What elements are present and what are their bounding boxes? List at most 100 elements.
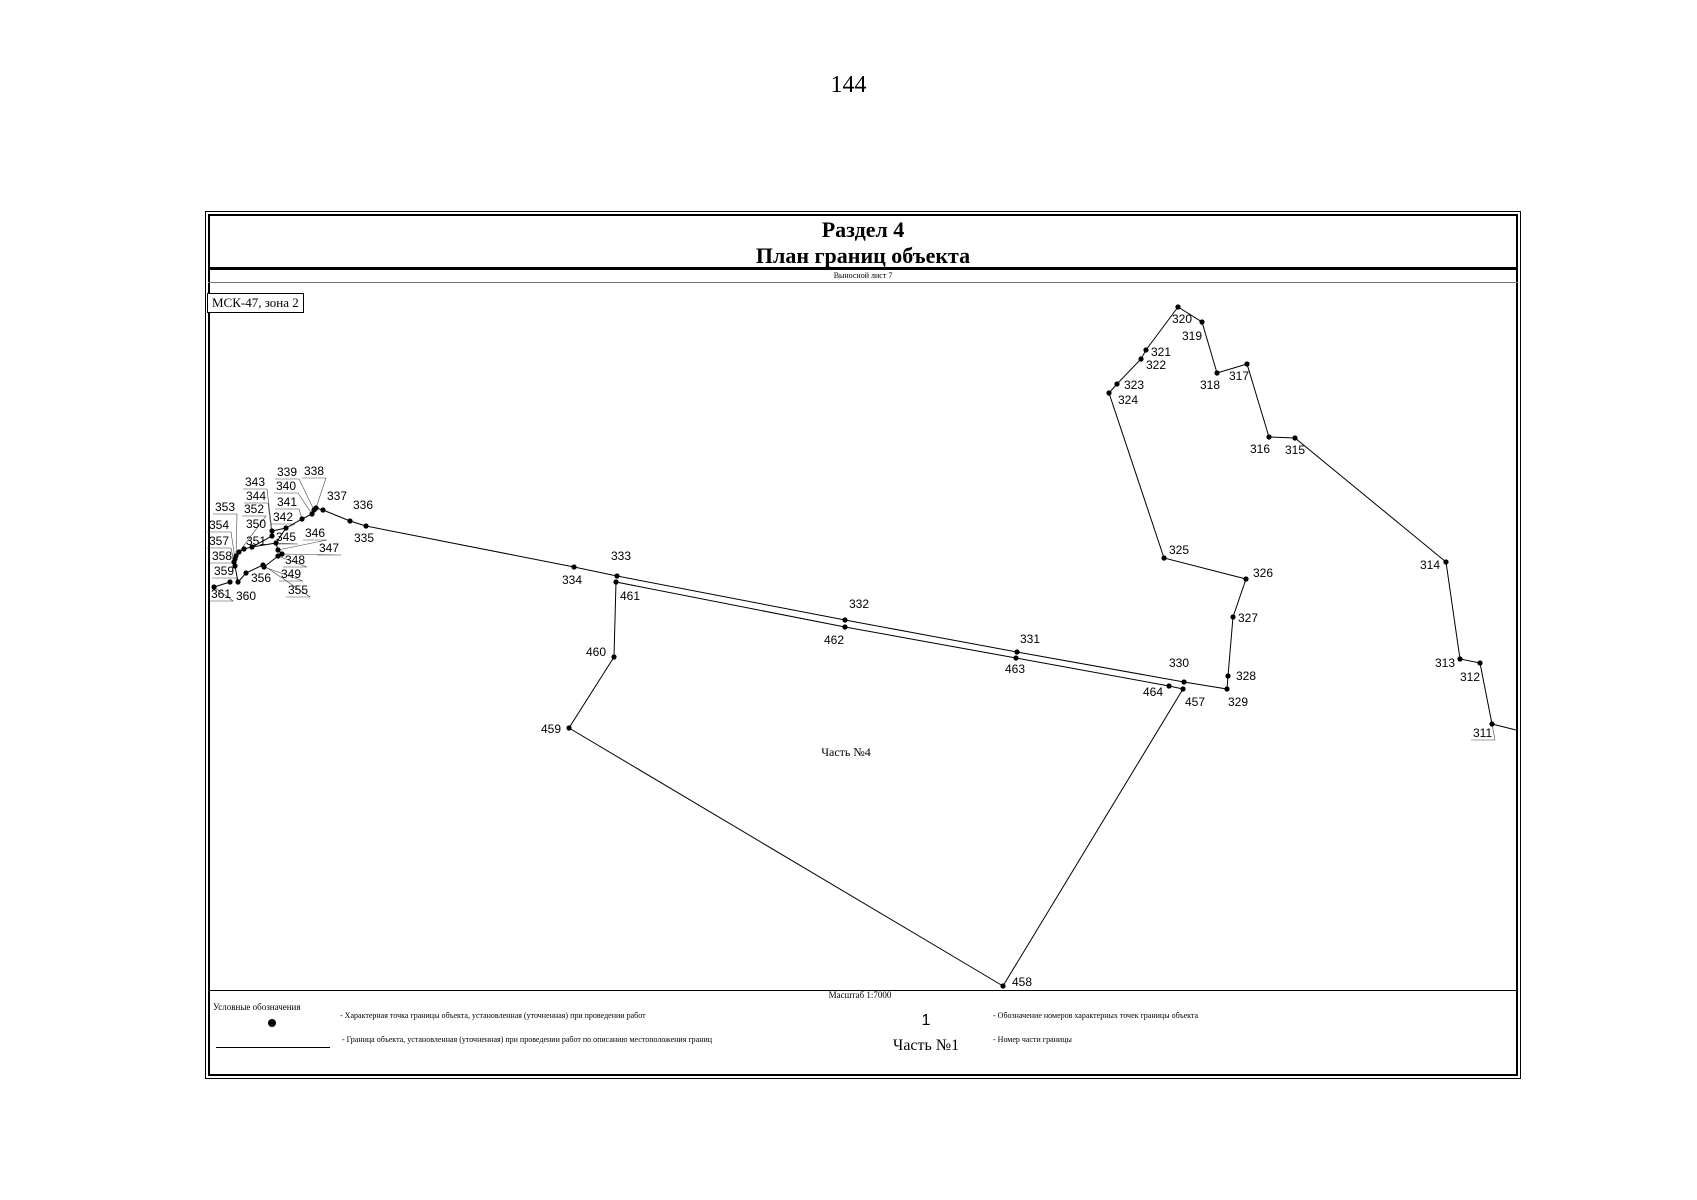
boundary-point-356 [243,570,249,576]
point-label-316: 316 [1250,442,1270,456]
label-leader-340 [274,492,313,515]
legend-point-symbol [268,1019,276,1027]
point-label-356: 356 [251,571,271,585]
point-label-343: 343 [245,475,265,489]
boundary-point-463 [1013,655,1019,661]
boundary-point-333 [614,573,620,579]
boundary-line-edge [1491,723,1517,731]
point-label-459: 459 [541,722,561,736]
point-label-344: 344 [246,489,266,503]
boundary-point-313 [1457,656,1463,662]
point-label-329: 329 [1228,695,1248,709]
boundary-point-358 [232,563,238,569]
boundary-point-320 [1175,304,1181,310]
label-leader-344 [244,502,273,537]
point-label-336: 336 [353,498,373,512]
point-label-338: 338 [304,464,324,478]
point-labels: 3113123133143153163173183193203213223233… [209,312,1492,989]
boundary-point-361 [211,584,217,590]
boundary-point-344 [269,533,275,539]
point-label-320: 320 [1172,312,1192,326]
sheet-divider [208,282,1518,283]
point-label-355: 355 [288,583,308,597]
point-label-326: 326 [1253,566,1273,580]
boundary-point-316 [1266,434,1272,440]
point-label-317: 317 [1229,369,1249,383]
label-leader-353 [213,513,238,557]
point-label-315: 315 [1285,443,1305,457]
label-leader-348 [277,555,308,568]
boundary-point-355 [260,562,266,568]
legend-number-sample: 1 [921,1012,931,1029]
boundary-point-331 [1014,649,1020,655]
point-label-460: 460 [586,645,606,659]
title-block: Раздел 4 План границ объекта [208,214,1518,270]
label-leader-339 [275,478,315,511]
boundary-point-317 [1244,361,1250,367]
boundary-point-348 [275,553,281,559]
boundary-point-351 [241,546,247,552]
label-leader-359 [212,577,239,583]
point-label-328: 328 [1236,669,1256,683]
point-label-327: 327 [1238,611,1258,625]
label-leader-357 [207,547,235,563]
boundary-point-329 [1224,686,1230,692]
boundary-point-339 [311,507,317,513]
point-label-314: 314 [1420,558,1440,572]
boundary-point-326 [1243,576,1249,582]
label-leader-345 [274,542,299,545]
boundary-point-461 [613,579,619,585]
legend-point-text: - Характерная точка границы объекта, уст… [340,1011,646,1020]
point-label-352: 352 [244,502,264,516]
scale-label: Масштаб 1:7000 [828,990,892,1000]
point-label-358: 358 [212,549,232,563]
label-leader-342 [271,523,296,529]
point-label-359: 359 [214,564,234,578]
boundary-point-462 [842,624,848,630]
label-leader-361 [209,586,234,602]
boundary-point-330 [1181,679,1187,685]
point-label-350: 350 [246,517,266,531]
legend-title: Условные обозначения [213,1002,301,1012]
point-label-324: 324 [1118,393,1138,407]
boundary-point-322 [1138,356,1144,362]
label-leader-346 [277,539,328,551]
boundary-point-359 [235,579,241,585]
sheet-frame-outer [205,211,1521,1079]
point-label-349: 349 [281,567,301,581]
sheet-frame-inner [208,214,1518,1076]
label-leader-338 [302,477,327,509]
boundary-point-315 [1292,435,1298,441]
boundary-point-459 [566,725,572,731]
part-label: Часть №4 [821,745,871,759]
point-label-346: 346 [305,526,325,540]
point-label-335: 335 [354,531,374,545]
boundary-point-342 [283,525,289,531]
label-leader-311 [1471,723,1496,741]
point-label-463: 463 [1005,662,1025,676]
point-label-319: 319 [1182,329,1202,343]
point-label-457: 457 [1185,695,1205,709]
boundary-point-336 [347,518,353,524]
label-leader-341 [275,508,303,520]
boundary-point-327 [1230,614,1236,620]
boundary-point-332 [842,617,848,623]
boundary-point-337 [320,507,326,513]
boundary-line-2 [568,581,1184,987]
boundary-line-5 [213,581,231,588]
point-label-345: 345 [276,530,296,544]
boundary-point-343 [269,528,275,534]
boundary-point-311 [1489,721,1495,727]
point-label-360: 360 [236,589,256,603]
boundary-point-458 [1000,983,1006,989]
boundary-point-340 [309,511,315,517]
legend-number-text: - Обозначение номеров характерных точек … [993,1011,1199,1020]
boundary-point-318 [1214,370,1220,376]
boundary-point-319 [1199,319,1205,325]
plan-title: План границ объекта [755,243,971,268]
point-label-322: 322 [1146,358,1166,372]
label-leaders [207,477,1496,741]
point-label-353: 353 [215,500,235,514]
legend-part-sample: Часть №1 [892,1037,960,1054]
point-label-334: 334 [562,573,582,587]
